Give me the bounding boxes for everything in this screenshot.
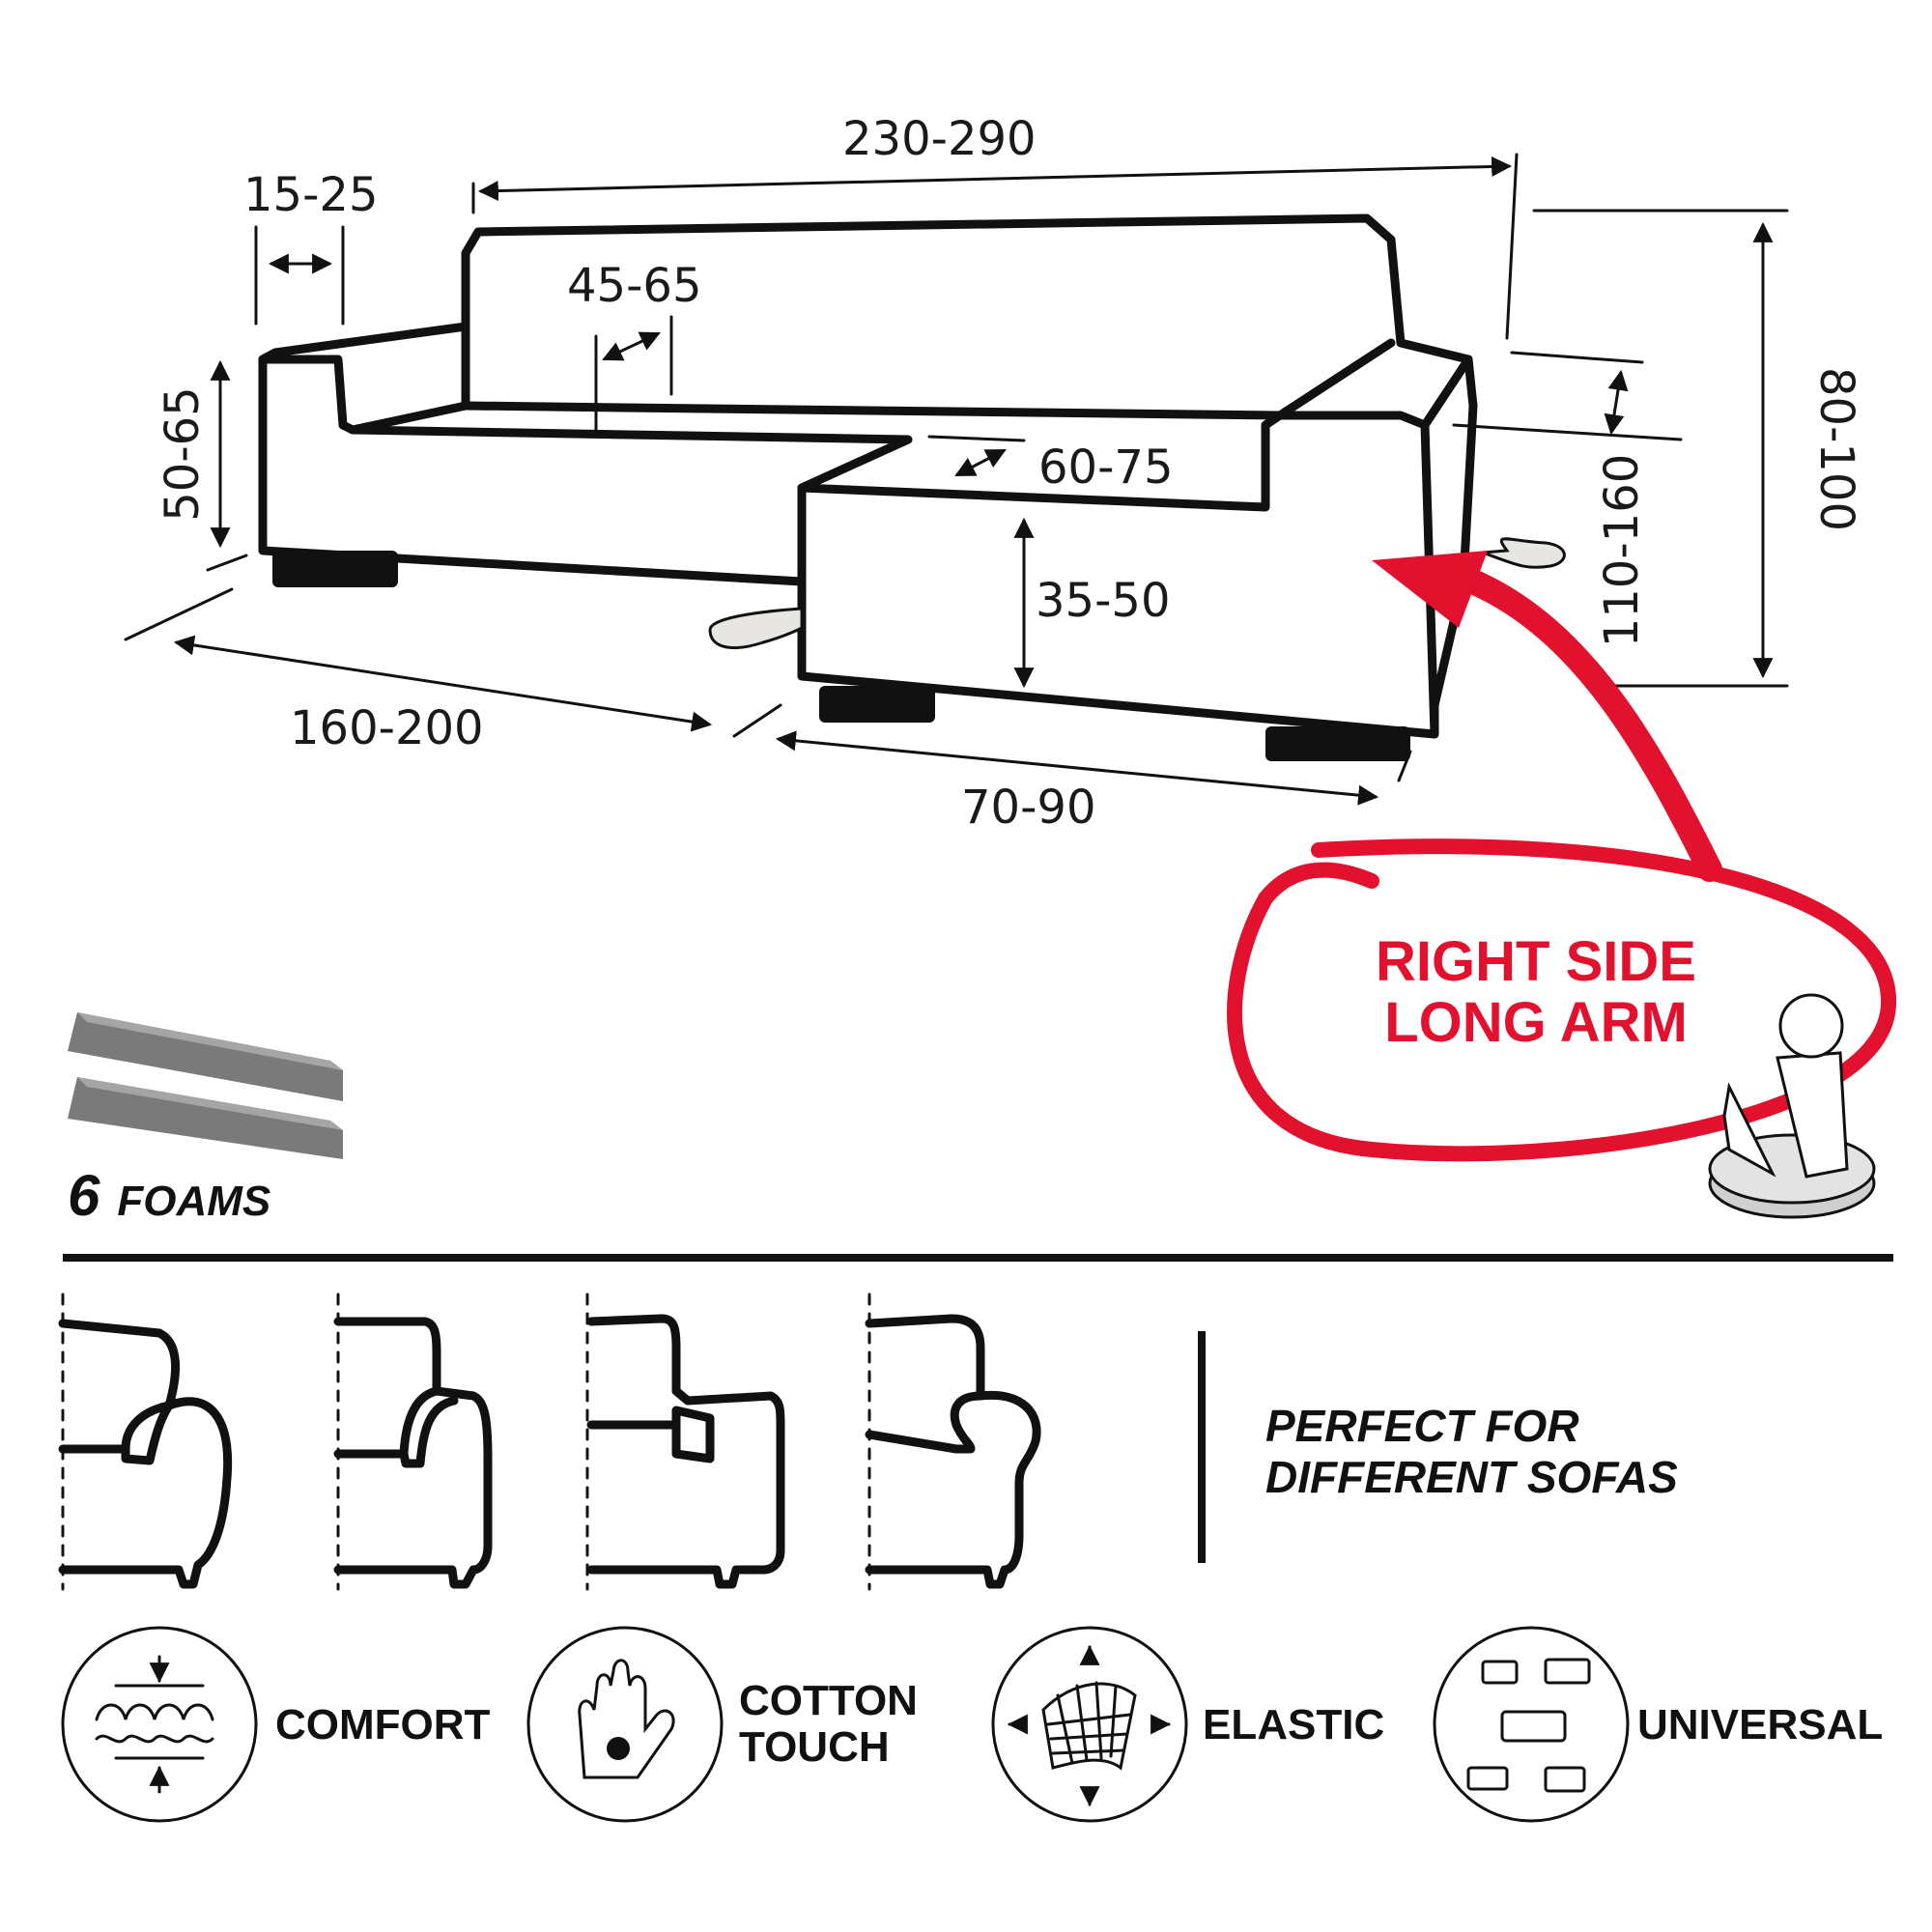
sofa-types-heading-1: PERFECT FOR xyxy=(1265,1401,1579,1451)
elastic-icon xyxy=(991,1626,1188,1823)
dim-seat-depth: 45-65 xyxy=(567,259,701,313)
callout-line1: RIGHT SIDE xyxy=(1376,930,1696,993)
elastic-feature: ELASTIC xyxy=(991,1626,1384,1823)
cotton-label-1: COTTON xyxy=(739,1677,918,1724)
dim-total-width: 230-290 xyxy=(842,112,1037,166)
callout-ellipse xyxy=(1227,838,1897,1162)
universal-feature: UNIVERSAL xyxy=(1433,1626,1883,1823)
strap-icon xyxy=(1482,537,1566,569)
comfort-label: COMFORT xyxy=(275,1701,491,1748)
sofa-foot xyxy=(272,551,398,587)
dim-arm-height: 50-65 xyxy=(156,386,210,521)
sofa-arm-type-3 xyxy=(585,1293,785,1591)
person-icon xyxy=(1708,993,1876,1219)
cotton-label-2: TOUCH xyxy=(739,1723,890,1771)
dim-chaise-depth: 60-75 xyxy=(1038,440,1173,495)
foams-icon xyxy=(68,1012,343,1159)
sofa-arm-types xyxy=(58,1293,1041,1591)
vertical-divider xyxy=(1198,1331,1206,1563)
sofa-foot xyxy=(1265,726,1410,761)
section-divider xyxy=(63,1254,1893,1262)
foams-word: FOAMS xyxy=(117,1178,270,1225)
elastic-label: ELASTIC xyxy=(1203,1701,1384,1748)
cotton-hand-icon xyxy=(526,1626,724,1823)
dim-arm-width: 15-25 xyxy=(243,168,378,222)
comfort-icon xyxy=(61,1626,258,1823)
dimension-lines xyxy=(124,153,1789,806)
right-side-callout: RIGHT SIDE LONG ARM xyxy=(1227,551,1897,1219)
strap-icon xyxy=(708,607,804,650)
sofa-outline xyxy=(258,213,1566,761)
dim-chaise-width: 70-90 xyxy=(961,781,1095,835)
dim-seat-height: 35-50 xyxy=(1036,574,1170,628)
callout-arrow xyxy=(1456,567,1722,882)
comfort-feature: COMFORT xyxy=(61,1626,491,1823)
dim-left-length: 160-200 xyxy=(290,701,484,755)
dim-chaise-length: 110-160 xyxy=(1595,454,1649,648)
sofa-arm-type-4 xyxy=(865,1293,1041,1591)
callout-line2: LONG ARM xyxy=(1384,991,1688,1054)
sofa-types-heading-2: DIFFERENT SOFAS xyxy=(1265,1452,1678,1502)
foams-label: 6 FOAMS xyxy=(68,1163,270,1228)
sofa-arm-type-2 xyxy=(333,1293,493,1591)
sofa-arm-type-1 xyxy=(58,1293,233,1591)
universal-label: UNIVERSAL xyxy=(1637,1701,1883,1748)
cotton-touch-feature: COTTON TOUCH xyxy=(526,1626,918,1823)
sofa-foot xyxy=(819,686,935,723)
callout-arrow-head xyxy=(1372,551,1488,628)
universal-icon xyxy=(1433,1626,1630,1823)
dim-back-height: 80-100 xyxy=(1809,367,1863,531)
foams-count: 6 xyxy=(68,1163,100,1228)
